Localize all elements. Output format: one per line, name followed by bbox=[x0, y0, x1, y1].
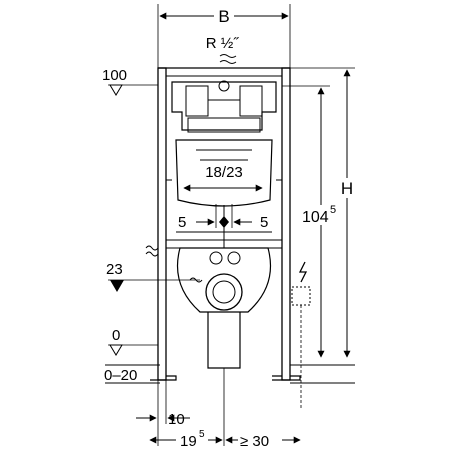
offset-left-label: 5 bbox=[178, 214, 186, 231]
cistern bbox=[171, 80, 277, 207]
level-100-label: 100 bbox=[102, 67, 127, 84]
offset-right-label: 5 bbox=[260, 214, 268, 231]
electrical-socket-icon bbox=[291, 261, 311, 410]
thread-label: R ½˝ bbox=[206, 35, 240, 52]
level-23-label: 23 bbox=[106, 261, 123, 278]
height-104-sup: 5 bbox=[330, 204, 336, 216]
height-h-dimension bbox=[290, 67, 356, 358]
level-0-label: 0 bbox=[112, 327, 120, 344]
toilet-bowl bbox=[176, 205, 272, 369]
level-range-label: 0–20 bbox=[104, 367, 137, 384]
level-100-marker bbox=[108, 84, 158, 96]
dimension-b bbox=[157, 4, 291, 68]
offset-dimension bbox=[196, 204, 252, 228]
height-h-label: H bbox=[341, 179, 353, 198]
spacing-label: 18/23 bbox=[205, 164, 243, 181]
dim-19-sup: 5 bbox=[199, 429, 205, 440]
dim-ge30-label: ≥ 30 bbox=[240, 433, 269, 450]
height-104-dimension bbox=[282, 85, 336, 358]
height-104-label: 104 bbox=[302, 209, 329, 226]
dim-10-label: 10 bbox=[168, 411, 185, 428]
level-0-marker bbox=[108, 344, 158, 356]
bottom-dimensions bbox=[136, 368, 301, 448]
dimension-b-label: B bbox=[218, 7, 229, 26]
level-23-marker bbox=[108, 279, 200, 292]
dim-19-label: 19 bbox=[180, 433, 197, 450]
